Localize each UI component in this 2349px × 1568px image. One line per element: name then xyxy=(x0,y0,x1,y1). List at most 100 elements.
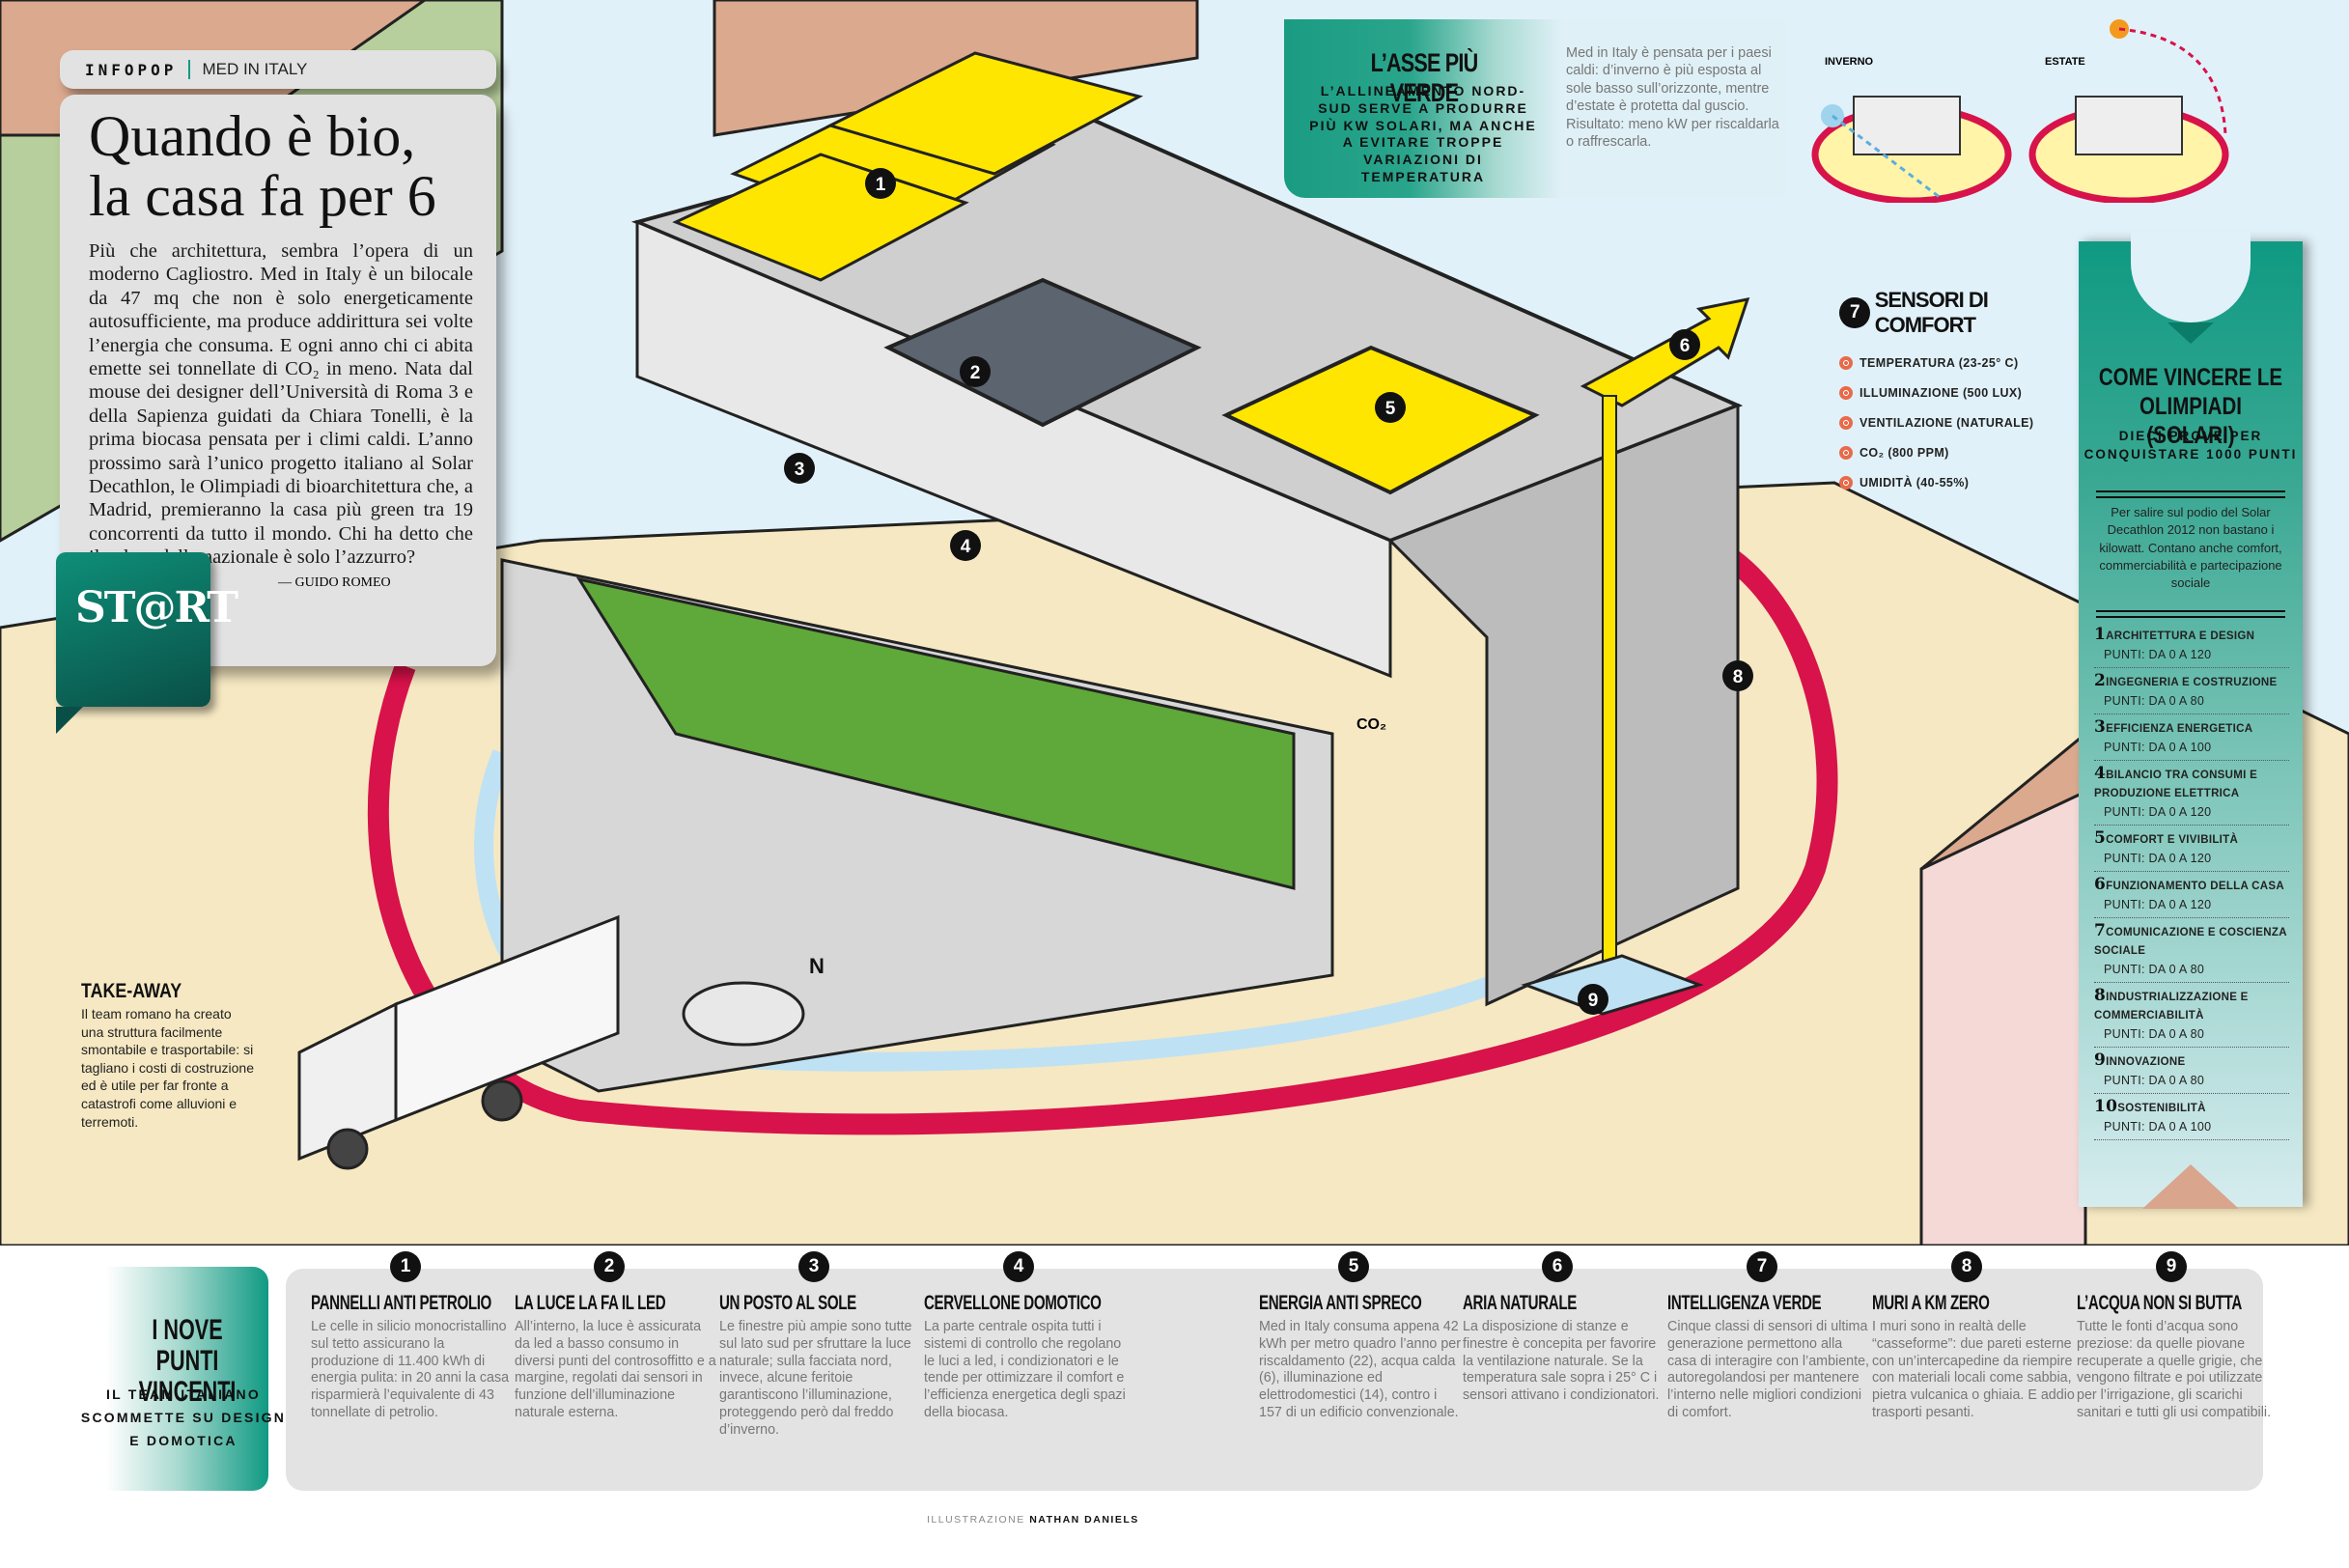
marker-label: 1 xyxy=(876,175,886,195)
marker-label: 9 xyxy=(1588,991,1599,1011)
sensor-icon xyxy=(1839,385,1853,400)
sensor-item: CO₂ (800 PPM) xyxy=(1839,437,2090,467)
logo-text: ST@RT xyxy=(75,583,238,632)
point-title: ENERGIA ANTI SPRECO xyxy=(1259,1292,1422,1314)
olympics-item-points: PUNTI: DA 0 A 80 xyxy=(2104,963,2205,976)
point-title: LA LUCE LA FA IL LED xyxy=(515,1292,666,1314)
olympics-item-name: INDUSTRIALIZZAZIONE E COMMERCIABILITÀ xyxy=(2094,992,2249,1022)
point-body: Tutte le fonti d’acqua sono preziose: da… xyxy=(2077,1319,2272,1420)
point-body: Le finestre più ampie sono tutte sul lat… xyxy=(719,1319,912,1438)
point-title: PANNELLI ANTI PETROLIO xyxy=(311,1292,491,1314)
sensor-icon xyxy=(1839,475,1853,490)
marker-label: 3 xyxy=(795,460,805,480)
marker-4: 4 xyxy=(950,530,981,561)
point-title: CERVELLONE DOMOTICO xyxy=(924,1292,1102,1314)
point-number-badge: 6 xyxy=(1542,1251,1573,1282)
intro-body: Più che architettura, sembra l’opera di … xyxy=(89,239,473,570)
olympics-item-name: INNOVAZIONE xyxy=(2106,1056,2186,1068)
double-rule xyxy=(2096,490,2285,498)
olympics-item-number: 6 xyxy=(2094,875,2107,894)
section-header: INFOPOP MED IN ITALY xyxy=(60,50,496,89)
double-rule xyxy=(2096,610,2285,618)
byline: — GUIDO ROMEO xyxy=(278,574,391,590)
sensor-label: VENTILAZIONE (NATURALE) xyxy=(1860,415,2034,430)
point-title: UN POSTO AL SOLE xyxy=(719,1292,856,1314)
start-logo: ST@RT xyxy=(56,552,238,734)
credit-label: ILLUSTRAZIONE xyxy=(927,1514,1025,1526)
marker-badge xyxy=(950,530,981,561)
point-number-badge: 3 xyxy=(798,1251,829,1282)
marker-label: 4 xyxy=(961,537,971,557)
axis-panel: L’ASSE PIÙ VERDE L’ALLINEAMENTO NORD-SUD… xyxy=(1284,19,1786,198)
marker-3: 3 xyxy=(784,453,815,484)
illustration-credit: ILLUSTRAZIONE NATHAN DANIELS xyxy=(927,1514,1139,1526)
sensor-list: TEMPERATURA (23-25° C)ILLUMINAZIONE (500… xyxy=(1839,348,2090,497)
point-number-badge: 1 xyxy=(390,1251,421,1282)
marker-5: 5 xyxy=(1375,392,1406,423)
points-panel xyxy=(286,1269,2263,1491)
winter-diagram xyxy=(1811,96,2012,203)
marker-badge xyxy=(1578,984,1608,1015)
skylight-hex xyxy=(1221,345,1540,495)
winter-label: INVERNO xyxy=(1825,56,1874,68)
sensors-heading: 7 SENSORI DI COMFORT xyxy=(1839,288,2090,338)
right-building xyxy=(1919,789,2087,1246)
olympics-item-number: 4 xyxy=(2094,764,2107,783)
truck xyxy=(297,914,620,1170)
section-label: INFOPOP xyxy=(85,60,178,79)
olympics-item-name: COMFORT E VIVIBILITÀ xyxy=(2106,834,2239,846)
olympics-item-number: 2 xyxy=(2094,671,2107,690)
header-divider xyxy=(188,60,191,79)
title-line-1: Quando è bio, xyxy=(89,104,416,168)
sensor-label: ILLUMINAZIONE (500 LUX) xyxy=(1860,385,2023,400)
summer-diagram xyxy=(2028,19,2229,203)
sensor-label: UMIDITÀ (40-55%) xyxy=(1860,475,1970,490)
marker-badge xyxy=(1722,660,1753,691)
axis-subtitle: L’ALLINEAMENTO NORD-SUD SERVE A PRODURRE… xyxy=(1309,83,1537,184)
point-body: Cinque classi di sensori di ultima gener… xyxy=(1667,1319,1870,1420)
marker-label: 8 xyxy=(1733,667,1744,687)
marker-8: 8 xyxy=(1722,660,1753,691)
olympics-item-name: EFFICIENZA ENERGETICA xyxy=(2106,723,2253,735)
title-line-2: la casa fa per 6 xyxy=(89,164,436,228)
olympics-item-points: PUNTI: DA 0 A 100 xyxy=(2104,1120,2212,1134)
olympics-subtitle: DIECI PROVE PER CONQUISTARE 1000 PUNTI xyxy=(2083,429,2298,462)
olympics-item-number: 5 xyxy=(2094,828,2107,848)
sensors-number-badge: 7 xyxy=(1839,297,1870,328)
olympics-item-points: PUNTI: DA 0 A 120 xyxy=(2104,805,2212,819)
comfort-sensors: 7 SENSORI DI COMFORT TEMPERATURA (23-25°… xyxy=(1839,288,2090,497)
sensor-icon xyxy=(1839,355,1853,370)
sun-path-red xyxy=(367,530,1838,1135)
olympics-item-points: PUNTI: DA 0 A 80 xyxy=(2104,1074,2205,1087)
marker-badge xyxy=(960,356,991,387)
olympics-item-name: INGEGNERIA E COSTRUZIONE xyxy=(2106,677,2278,688)
compass-north: N xyxy=(809,954,825,978)
house-illustration: N 1 2 3 4 5 6 8 9 CO₂ xyxy=(0,0,2349,1246)
olympics-item-number: 1 xyxy=(2094,625,2107,644)
marker-label: 6 xyxy=(1680,336,1691,356)
olympics-item-points: PUNTI: DA 0 A 80 xyxy=(2104,694,2205,708)
axis-body: Med in Italy è pensata per i paesi caldi… xyxy=(1566,45,1779,151)
marker-badge xyxy=(1375,392,1406,423)
intro-card: Quando è bio,la casa fa per 6 Più che ar… xyxy=(60,95,496,666)
marker-label: 5 xyxy=(1385,399,1396,419)
point-number-badge: 5 xyxy=(1338,1251,1369,1282)
co2-sensor-label: CO₂ xyxy=(1356,716,1386,733)
sensor-item: VENTILAZIONE (NATURALE) xyxy=(1839,407,2090,437)
point-number-badge: 8 xyxy=(1951,1251,1982,1282)
olympics-item-number: 3 xyxy=(2094,717,2107,737)
point-number-badge: 7 xyxy=(1747,1251,1777,1282)
point-body: La parte centrale ospita tutti i sistemi… xyxy=(924,1319,1126,1420)
olympics-item-name: FUNZIONAMENTO DELLA CASA xyxy=(2106,881,2284,892)
point-title: INTELLIGENZA VERDE xyxy=(1667,1292,1822,1314)
point-title: ARIA NATURALE xyxy=(1463,1292,1577,1314)
points-title: I NOVE PUNTI VINCENTI xyxy=(138,1314,237,1408)
point-body: Le celle in silicio monocristallino sul … xyxy=(311,1319,510,1420)
point-body: Med in Italy consuma appena 42 kWh per m… xyxy=(1259,1319,1462,1420)
